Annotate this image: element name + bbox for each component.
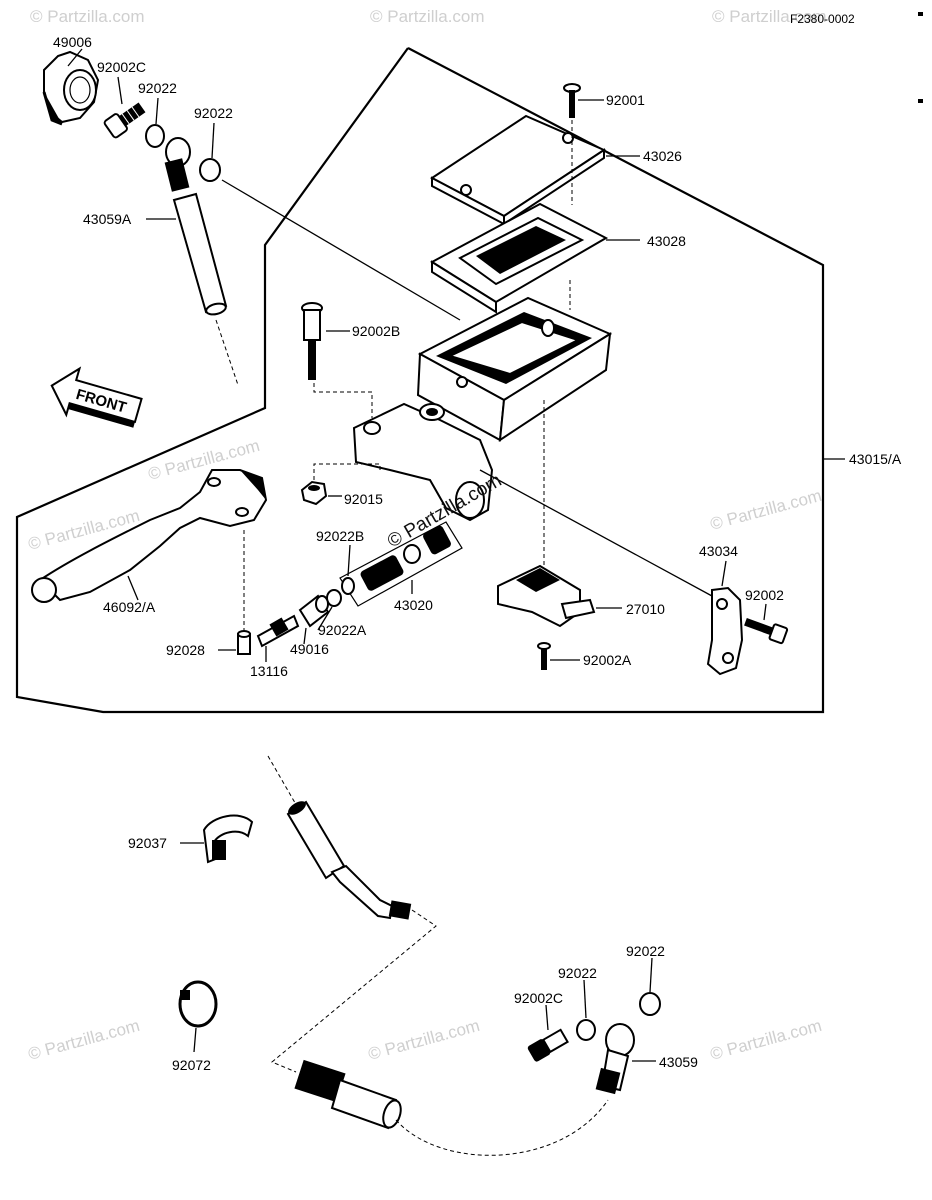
label-92002C-bottom: 92002C: [514, 990, 563, 1006]
watermark-text: © Partzilla.com: [26, 1016, 142, 1064]
leader: [721, 560, 727, 587]
label-92022: 92022: [626, 943, 665, 959]
label-43028: 43028: [647, 233, 686, 249]
leader: [67, 48, 83, 67]
clutch-hose: [267, 755, 609, 1156]
watermark-text: © Partzilla.com: [370, 7, 485, 26]
clamp-92037: [202, 814, 254, 864]
watermark-text: © Partzilla.com: [708, 1016, 824, 1064]
banjo-bolt-92002C: [103, 102, 146, 139]
label-92022: 92022: [558, 965, 597, 981]
banjo-fitting-43059: [595, 1023, 635, 1095]
leader: [763, 603, 767, 621]
screw-92002A: [537, 642, 551, 670]
front-arrow: FRONT: [50, 366, 143, 428]
leader: [155, 97, 159, 125]
banjo-bolt-92002C: [527, 1028, 569, 1062]
label-92002B: 92002B: [352, 323, 400, 339]
leader: [317, 606, 333, 631]
label-92002A: 92002A: [583, 652, 632, 668]
elbow-cap-49006: [42, 50, 100, 126]
label-92072: 92072: [172, 1057, 211, 1073]
label-43020: 43020: [394, 597, 433, 613]
leader: [211, 122, 215, 159]
alignment-line: [313, 383, 373, 418]
label-43059A: 43059A: [83, 211, 132, 227]
leader: [583, 979, 587, 1019]
leader: [545, 1004, 549, 1031]
label-43015A: 43015/A: [849, 451, 902, 467]
label-49006: 49006: [53, 34, 92, 50]
label-92022A: 92022A: [318, 622, 367, 638]
watermark-text: © Partzilla.com: [366, 1016, 482, 1064]
collar-92028: [237, 630, 251, 655]
diaphragm-43028: [430, 202, 609, 314]
label-92022: 92022: [138, 80, 177, 96]
assembly-boundary: [15, 47, 825, 714]
label-92022: 92022: [194, 105, 233, 121]
label-43034: 43034: [699, 543, 738, 559]
washer-92022: [576, 1019, 596, 1041]
leader: [117, 76, 123, 105]
label-43059: 43059: [659, 1054, 698, 1070]
nut-92015: [300, 480, 328, 506]
watermark-text: © Partzilla.com: [708, 486, 824, 534]
diagram-code: F2380-0002: [790, 12, 855, 26]
label-92028: 92028: [166, 642, 205, 658]
label-92037: 92037: [128, 835, 167, 851]
pushrod-13116: [256, 614, 300, 648]
label-92001: 92001: [606, 92, 645, 108]
label-92002: 92002: [745, 587, 784, 603]
alignment-line: [221, 179, 461, 321]
hose-43059A: [164, 137, 239, 386]
leader: [127, 575, 139, 601]
leader: [303, 627, 307, 645]
alignment-line: [479, 469, 713, 597]
piston-kit-43020: [341, 525, 451, 595]
washer-92022A: [326, 589, 342, 607]
bolt-92002B: [301, 302, 323, 380]
boot-49016: [298, 594, 330, 628]
label-46092A: 46092/A: [103, 599, 156, 615]
alignment-line: [313, 463, 381, 480]
label-27010: 27010: [626, 601, 665, 617]
clutch-lever-46092A: [31, 469, 268, 603]
reservoir-cap-43026: [430, 114, 607, 226]
label-92022B: 92022B: [316, 528, 364, 544]
corner-mark: [918, 99, 923, 103]
bolt-92002: [744, 618, 789, 645]
watermark-text: © Partzilla.com: [712, 7, 827, 26]
washer-92022: [199, 158, 221, 182]
leader: [347, 544, 351, 577]
washer-92022: [639, 992, 661, 1016]
corner-mark: [918, 12, 923, 16]
label-92015: 92015: [344, 491, 383, 507]
clamp-43034: [706, 586, 744, 676]
switch-27010: [497, 564, 596, 628]
label-49016: 49016: [290, 641, 329, 657]
leader: [649, 957, 653, 993]
label-43026: 43026: [643, 148, 682, 164]
washer-92022: [145, 124, 165, 148]
screw-92001: [563, 83, 581, 118]
watermark-text: © Partzilla.com: [30, 7, 145, 26]
piston-kit-frame: [339, 521, 463, 607]
clip-92072: [178, 980, 218, 1028]
label-92002C: 92002C: [97, 59, 146, 75]
leader: [193, 1027, 197, 1053]
label-13116: 13116: [250, 663, 288, 679]
master-cylinder-body: [352, 296, 613, 522]
